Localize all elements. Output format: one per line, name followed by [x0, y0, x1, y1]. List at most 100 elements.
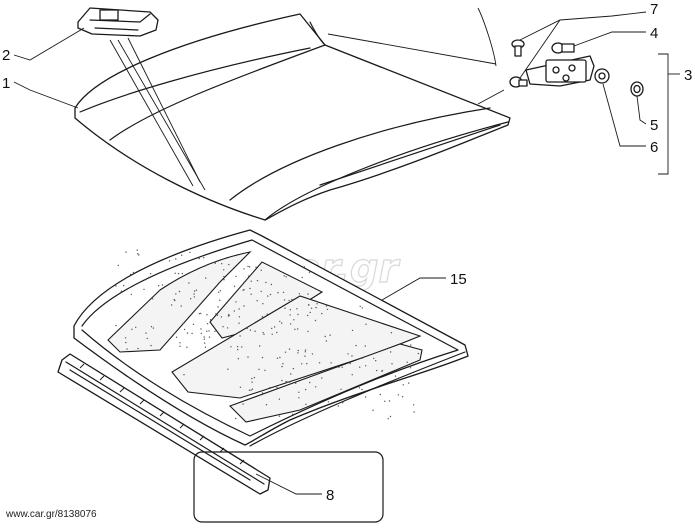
texture-speck [351, 374, 353, 376]
leader-1 [13, 81, 79, 109]
texture-speck [130, 293, 132, 296]
texture-speck [120, 290, 123, 292]
texture-speck [276, 331, 278, 334]
texture-speck [355, 344, 357, 347]
texture-speck [222, 326, 224, 328]
texture-speck [289, 309, 291, 311]
texture-speck [193, 290, 196, 292]
texture-speck [205, 277, 207, 279]
texture-speck [291, 298, 293, 301]
texture-speck [365, 365, 367, 367]
texture-speck [413, 404, 415, 406]
texture-speck [205, 265, 207, 267]
texture-speck [321, 377, 323, 379]
texture-speck [246, 327, 248, 330]
texture-speck [256, 300, 258, 302]
texture-speck [247, 265, 249, 268]
texture-speck [408, 382, 410, 384]
texture-speck [233, 285, 236, 287]
texture-speck [209, 319, 212, 321]
leader-latch-c [109, 39, 194, 187]
texture-speck [235, 301, 237, 303]
leader-hinge-b [477, 89, 505, 105]
texture-speck [158, 285, 160, 287]
texture-speck [315, 300, 317, 302]
leader-4 [573, 31, 646, 47]
texture-speck [203, 342, 206, 344]
texture-speck [137, 347, 139, 350]
texture-speck [174, 272, 176, 274]
texture-speck [173, 298, 175, 301]
texture-speck [219, 290, 222, 292]
texture-speck [143, 288, 145, 291]
texture-speck [271, 333, 273, 335]
texture-speck [259, 345, 261, 347]
texture-speck [359, 366, 361, 368]
texture-speck [206, 330, 208, 332]
texture-speck [182, 322, 184, 324]
texture-speck [305, 403, 307, 405]
texture-speck [175, 336, 178, 338]
texture-speck [279, 320, 281, 323]
texture-speck [251, 381, 253, 383]
texture-speck [283, 299, 286, 301]
texture-speck [273, 326, 276, 328]
hood-panel [74, 13, 511, 221]
texture-speck [203, 338, 205, 340]
leader-7a [519, 11, 647, 41]
texture-speck [278, 398, 281, 400]
texture-speck [282, 363, 284, 365]
texture-speck [242, 403, 244, 405]
texture-speck [269, 386, 271, 389]
texture-speck [251, 377, 253, 380]
texture-speck [295, 382, 297, 384]
texture-speck [243, 281, 245, 284]
texture-speck [342, 402, 344, 404]
texture-speck [326, 308, 329, 311]
texture-speck [200, 312, 202, 315]
texture-speck [217, 306, 219, 308]
texture-speck [264, 369, 266, 371]
texture-speck [361, 357, 363, 359]
callout-3: 3 [684, 67, 692, 84]
texture-speck [265, 404, 268, 406]
texture-speck [289, 314, 291, 316]
texture-speck [183, 328, 186, 331]
texture-speck [301, 276, 303, 279]
texture-speck [389, 415, 392, 418]
texture-speck [179, 342, 181, 344]
texture-speck [170, 304, 173, 306]
texture-speck [138, 254, 140, 256]
texture-speck [203, 257, 205, 259]
texture-speck [305, 388, 307, 391]
texture-speck [115, 285, 117, 287]
texture-speck [239, 335, 241, 337]
texture-speck [218, 291, 220, 293]
texture-speck [150, 326, 153, 328]
texture-speck [298, 391, 300, 393]
texture-speck [177, 272, 180, 275]
texture-speck [263, 333, 265, 335]
texture-speck [260, 290, 262, 293]
texture-speck [276, 357, 279, 359]
texture-speck [301, 363, 303, 365]
texture-speck [258, 368, 260, 371]
bolt-4 [551, 42, 575, 54]
texture-speck [387, 418, 389, 420]
texture-speck [289, 323, 292, 325]
leader-6 [602, 83, 646, 147]
texture-speck [179, 345, 181, 347]
texture-speck [237, 348, 239, 351]
texture-speck [238, 316, 241, 318]
texture-speck [379, 393, 381, 396]
texture-speck [262, 332, 264, 334]
texture-speck [321, 312, 323, 315]
callout-6: 6 [650, 139, 658, 156]
callout-8: 8 [326, 487, 334, 504]
texture-speck [351, 329, 354, 332]
texture-speck [330, 362, 332, 364]
texture-speck [375, 360, 377, 362]
texture-speck [215, 313, 217, 315]
texture-speck [255, 266, 257, 268]
texture-speck [338, 366, 340, 368]
